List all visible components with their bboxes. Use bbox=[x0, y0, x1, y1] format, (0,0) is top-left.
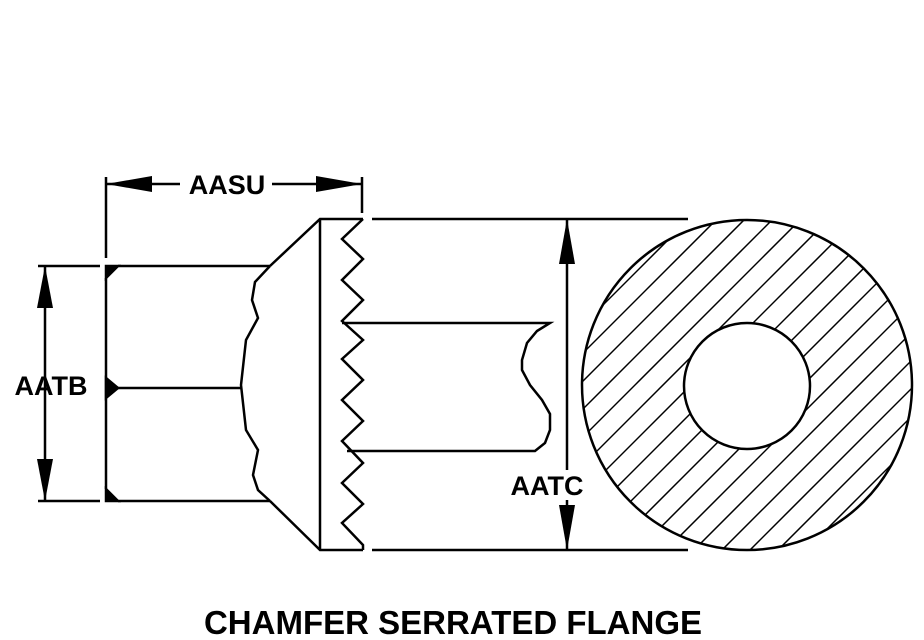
dimension-label-aatb: AATB bbox=[15, 371, 88, 401]
hatch-line bbox=[671, 220, 912, 550]
chamfer-flange bbox=[269, 217, 365, 552]
hatch-line bbox=[582, 220, 912, 550]
hatch-line bbox=[28, 200, 428, 600]
hatch-line bbox=[56, 200, 456, 600]
hatch-line bbox=[582, 220, 793, 550]
dimension-lines bbox=[38, 177, 688, 552]
hatch-line bbox=[582, 220, 709, 550]
hatch-line bbox=[112, 200, 512, 600]
hex-head bbox=[104, 264, 271, 503]
hatch-line bbox=[84, 200, 484, 600]
hatch-line bbox=[582, 220, 597, 550]
hatch-line bbox=[582, 220, 912, 550]
hatch-line bbox=[582, 220, 821, 550]
hatch-line bbox=[615, 220, 912, 550]
dimension-label-aasu: AASU bbox=[189, 170, 266, 200]
end-view bbox=[28, 200, 914, 600]
hatch-line bbox=[168, 200, 568, 600]
hatch-line bbox=[867, 220, 912, 550]
hatch-line bbox=[643, 220, 912, 550]
hatch-line bbox=[727, 220, 912, 550]
hatch-line bbox=[582, 220, 765, 550]
hatch-line bbox=[140, 200, 540, 600]
shaft bbox=[342, 321, 555, 453]
dimension-label-aatc: AATC bbox=[511, 471, 584, 501]
hatch-line bbox=[755, 220, 912, 550]
diagram-title: CHAMFER SERRATED FLANGE bbox=[204, 604, 702, 640]
hatch-line bbox=[811, 220, 912, 550]
arrowheads bbox=[37, 176, 575, 550]
hatch-line bbox=[582, 220, 849, 550]
hatch-line bbox=[582, 220, 877, 550]
hatch-line bbox=[699, 220, 912, 550]
hatch-line bbox=[582, 220, 737, 550]
